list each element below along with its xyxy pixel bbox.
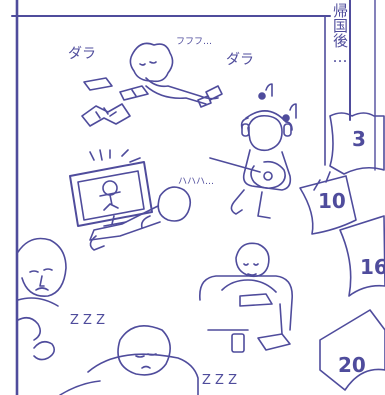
lying-man — [89, 186, 192, 251]
calendar-pages — [299, 112, 385, 391]
calendar-page-16: 16 — [360, 255, 385, 279]
caption-vertical: 帰国後… — [331, 3, 349, 66]
gaming-man — [199, 242, 293, 353]
calendar-page-10: 10 — [318, 189, 346, 213]
sfx-laugh: ハハハ… — [178, 177, 214, 187]
television — [69, 149, 153, 227]
reading-man — [81, 42, 223, 127]
calendar-page-20: 20 — [338, 353, 366, 377]
sfx-zzz-left: Z Z Z — [70, 313, 105, 328]
sleeping-man — [59, 324, 199, 395]
worried-father — [17, 237, 67, 361]
guitar-man — [209, 83, 297, 219]
sfx-dara-right: ダラ — [226, 52, 254, 68]
sfx-fufu: フフフ… — [176, 37, 212, 47]
calendar-page-3: 3 — [352, 127, 366, 151]
sfx-dara-left: ダラ — [68, 46, 96, 62]
sfx-zzz-bottom: Z Z Z — [202, 373, 237, 388]
panel-frame — [11, 0, 376, 395]
